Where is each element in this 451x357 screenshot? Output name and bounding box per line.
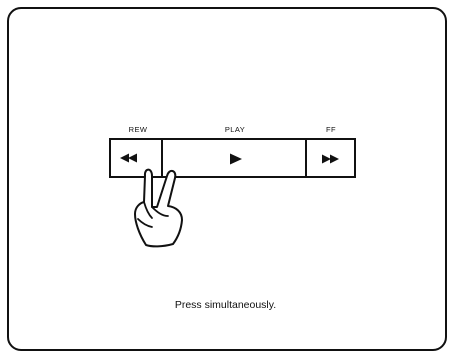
rew-label: REW — [118, 126, 158, 134]
ff-button[interactable] — [305, 138, 356, 178]
caption-text: Press simultaneously. — [0, 300, 451, 311]
play-label: PLAY — [205, 126, 265, 134]
fast-forward-icon — [322, 153, 342, 165]
rew-button[interactable] — [109, 138, 163, 178]
ff-label: FF — [316, 126, 346, 134]
rewind-icon — [120, 152, 140, 164]
play-icon — [230, 153, 244, 165]
play-button[interactable] — [161, 138, 307, 178]
